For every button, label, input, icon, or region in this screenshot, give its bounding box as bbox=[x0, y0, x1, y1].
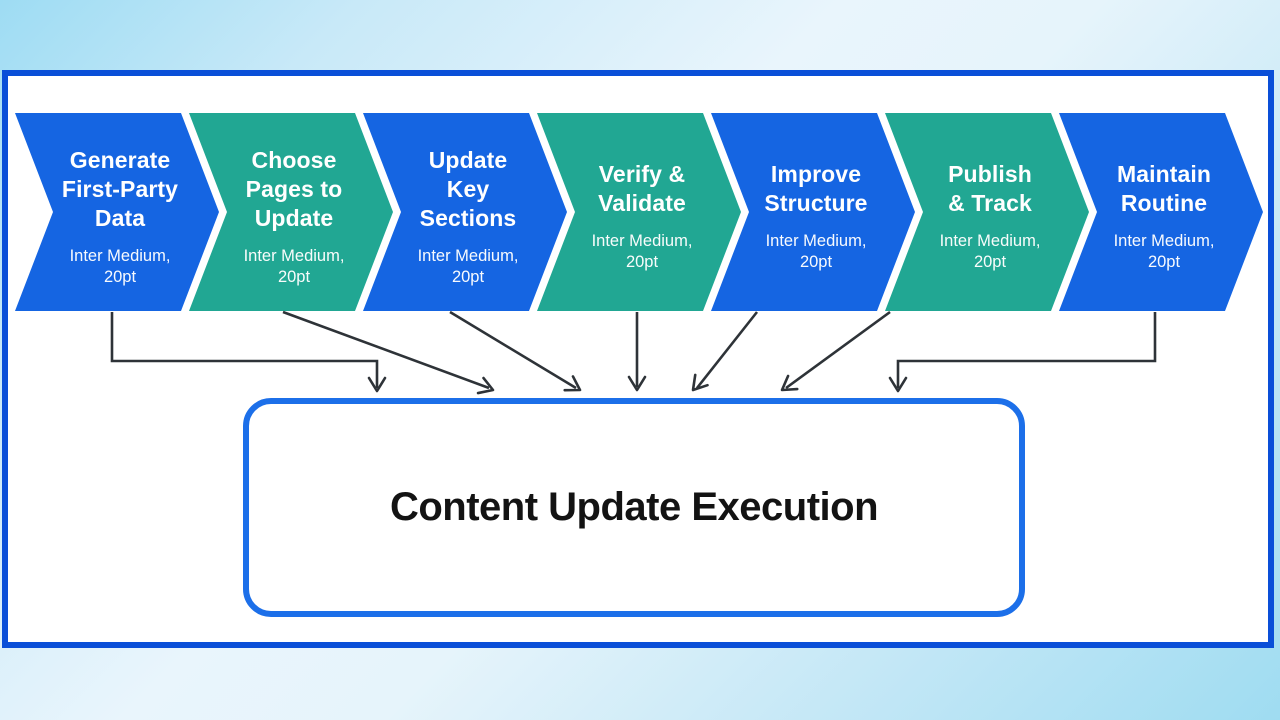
step-title: Choose Pages to Update bbox=[245, 146, 343, 231]
step-label-4: Verify & Validate Inter Medium, 20pt bbox=[574, 113, 710, 311]
step-label-6: Publish & Track Inter Medium, 20pt bbox=[938, 113, 1042, 311]
step-subtitle: Inter Medium, 20pt bbox=[591, 232, 693, 272]
step-title: Maintain Routine bbox=[1116, 161, 1212, 217]
step-label-2: Choose Pages to Update Inter Medium, 20p… bbox=[226, 113, 362, 311]
step-subtitle: Inter Medium, 20pt bbox=[243, 246, 345, 286]
target-box-label: Content Update Execution bbox=[389, 485, 879, 529]
step-subtitle: Inter Medium, 20pt bbox=[417, 246, 519, 286]
step-label-1: Generate First-Party Data Inter Medium, … bbox=[52, 113, 188, 311]
step-subtitle: Inter Medium, 20pt bbox=[939, 232, 1041, 272]
step-title: Improve Structure bbox=[764, 161, 868, 217]
step-label-7: Maintain Routine Inter Medium, 20pt bbox=[1096, 113, 1232, 311]
step-title: Publish & Track bbox=[948, 161, 1032, 217]
step-label-3: Update Key Sections Inter Medium, 20pt bbox=[413, 113, 523, 311]
step-subtitle: Inter Medium, 20pt bbox=[69, 246, 171, 286]
step-subtitle: Inter Medium, 20pt bbox=[1113, 232, 1215, 272]
step-title: Generate First-Party Data bbox=[61, 146, 179, 231]
step-title: Update Key Sections bbox=[419, 146, 517, 231]
target-box: Content Update Execution bbox=[243, 398, 1025, 617]
step-title: Verify & Validate bbox=[598, 161, 686, 217]
step-subtitle: Inter Medium, 20pt bbox=[765, 232, 867, 272]
step-label-5: Improve Structure Inter Medium, 20pt bbox=[748, 113, 884, 311]
